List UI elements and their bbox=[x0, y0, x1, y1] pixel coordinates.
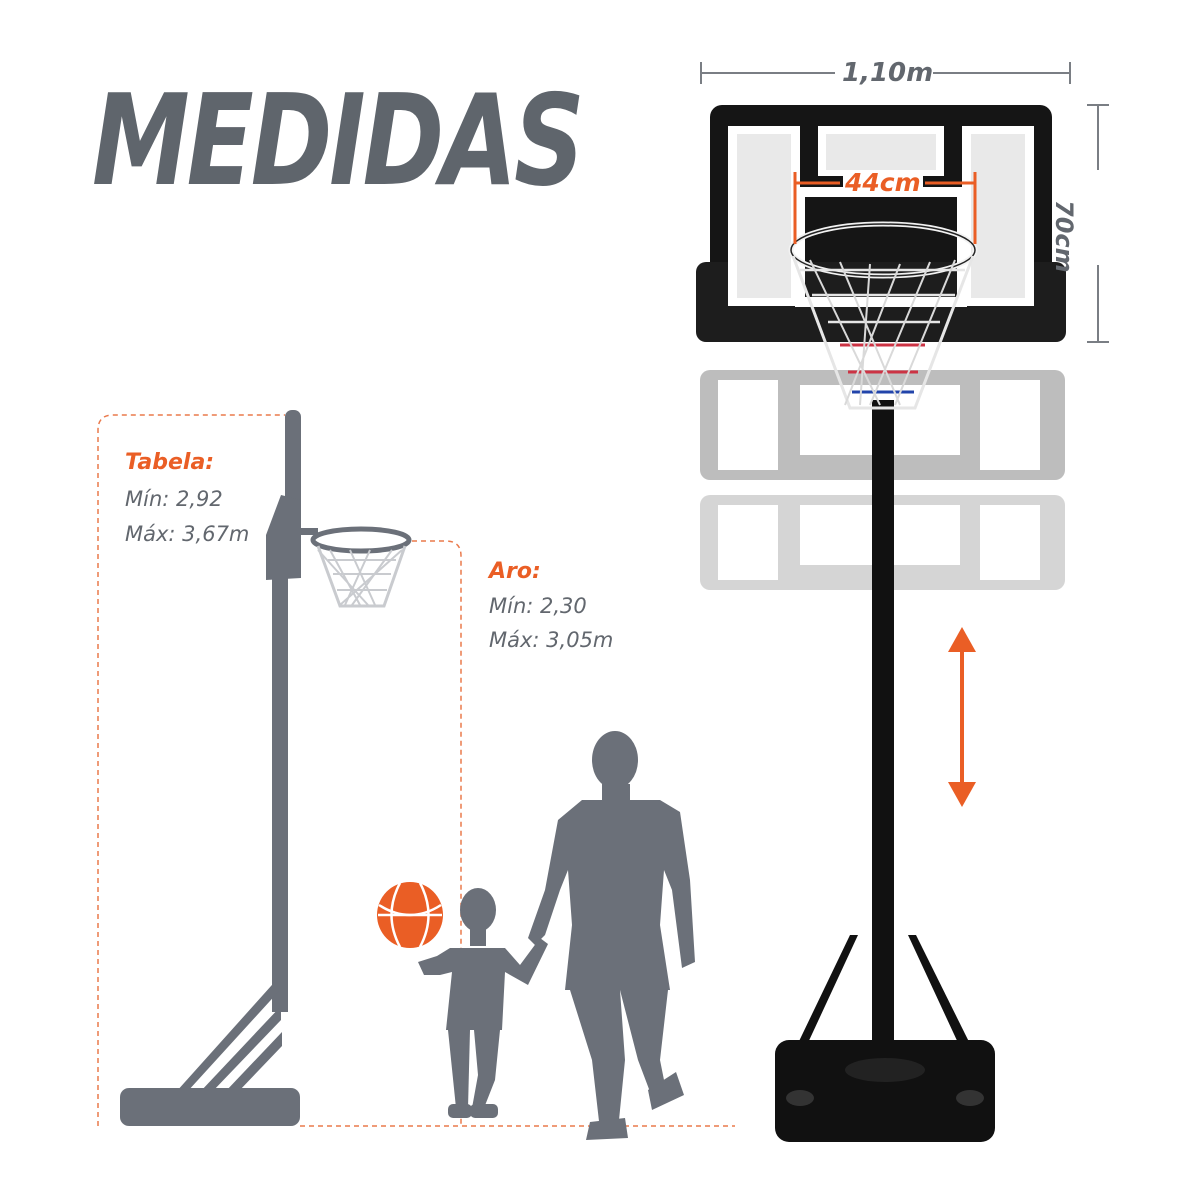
height-label: 70cm bbox=[1050, 200, 1078, 273]
hoop-silhouette bbox=[120, 410, 318, 1126]
page-title: MEDIDAS bbox=[92, 67, 585, 214]
aro-max: Máx: 3,05m bbox=[489, 628, 614, 652]
height-adjust-arrow bbox=[948, 627, 976, 807]
aro-dashed-guide bbox=[412, 540, 462, 1126]
rim-dimension-line bbox=[793, 172, 977, 244]
product-rim bbox=[788, 221, 978, 410]
silhouette-rim bbox=[310, 526, 412, 608]
aro-heading: Aro: bbox=[489, 559, 541, 584]
adult-silhouette bbox=[528, 731, 695, 1140]
product-backboard bbox=[696, 105, 1066, 342]
aro-min: Mín: 2,30 bbox=[489, 594, 587, 618]
height-dimension-line bbox=[1087, 104, 1109, 343]
tabela-min: Mín: 2,92 bbox=[125, 487, 223, 511]
basketball bbox=[377, 882, 443, 948]
width-dimension-line bbox=[700, 62, 1071, 84]
width-label: 1,10m bbox=[842, 58, 934, 88]
product-base bbox=[775, 935, 995, 1142]
tabela-heading: Tabela: bbox=[125, 450, 215, 475]
rim-width-label: 44cm bbox=[843, 168, 923, 197]
tabela-max: Máx: 3,67m bbox=[125, 522, 250, 546]
tabela-dashed-guide bbox=[97, 414, 285, 1126]
product-pole bbox=[872, 400, 894, 1080]
child-silhouette bbox=[418, 888, 548, 1118]
